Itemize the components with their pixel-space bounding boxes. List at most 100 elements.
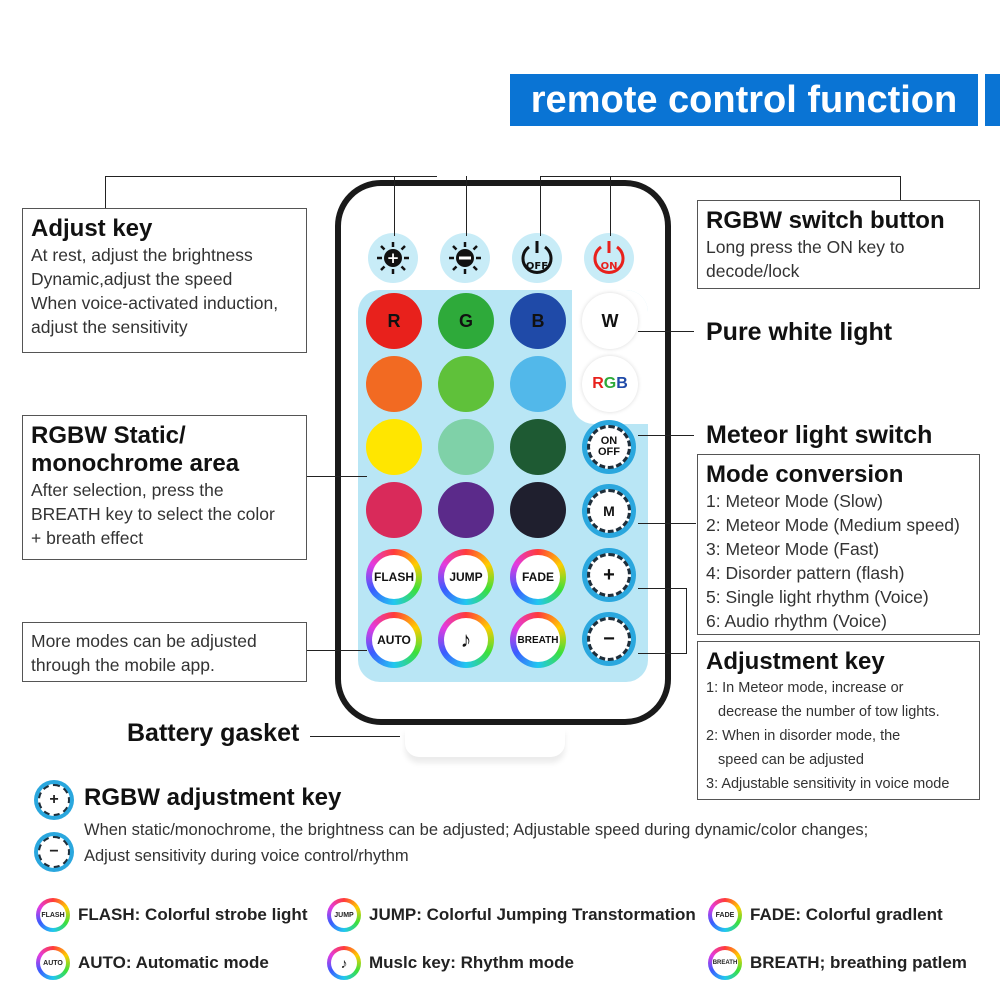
static-area-line: After selection, press the xyxy=(31,480,224,500)
breath-label: BREATH xyxy=(516,618,560,662)
connector-line xyxy=(540,176,900,177)
rgbw-switch-title: RGBW switch button xyxy=(706,207,945,234)
adjust-minus-label: − xyxy=(587,617,631,661)
on-text: ON xyxy=(601,261,618,272)
legend-auto: AUTO AUTO: Automatic mode xyxy=(36,946,269,980)
color-button[interactable]: G xyxy=(438,293,494,349)
legend-fade: FADE FADE: Colorful gradlent xyxy=(708,898,943,932)
legend-jump: JUMP JUMP: Colorful Jumping Transtormati… xyxy=(327,898,696,932)
breath-icon: BREATH xyxy=(708,946,742,980)
rgb-button[interactable]: RGB xyxy=(582,356,638,412)
legend-text: FLASH: Colorful strobe light xyxy=(78,905,308,924)
color-button[interactable]: B xyxy=(510,293,566,349)
adjustment-line: speed can be adjusted xyxy=(718,752,864,768)
page-title: remote control function xyxy=(510,74,978,126)
rgbw-adjust-line: When static/monochrome, the brightness c… xyxy=(84,821,869,839)
color-button[interactable] xyxy=(510,419,566,475)
rgbw-adjust-title: RGBW adjustment key xyxy=(84,784,342,811)
connector-line xyxy=(540,176,541,236)
music-note-icon: ♪ xyxy=(444,618,488,662)
battery-gasket xyxy=(405,727,565,757)
jump-label: JUMP xyxy=(444,555,488,599)
mode-conversion-box: Mode conversion 1: Meteor Mode (Slow) 2:… xyxy=(697,454,980,635)
mode-line: 4: Disorder pattern (flash) xyxy=(706,563,905,583)
more-modes-line: through the mobile app. xyxy=(31,655,215,675)
color-button[interactable] xyxy=(366,482,422,538)
brightness-down-button[interactable] xyxy=(440,233,490,283)
adjustment-line: 3: Adjustable sensitivity in voice mode xyxy=(706,776,950,792)
flash-button[interactable]: FLASH xyxy=(366,549,422,605)
brightness-up-button[interactable]: + xyxy=(368,233,418,283)
adjustment-key-title: Adjustment key xyxy=(706,648,885,675)
rgbw-adjust-line: Adjust sensitivity during voice control/… xyxy=(84,847,409,865)
color-button[interactable] xyxy=(438,482,494,538)
legend-text: Muslc key: Rhythm mode xyxy=(369,953,574,972)
adjust-key-line: adjust the sensitivity xyxy=(31,317,188,337)
connector-line xyxy=(466,176,467,236)
plus-gear-icon: + xyxy=(34,780,74,820)
connector-line xyxy=(638,523,696,524)
white-button[interactable]: W xyxy=(582,293,638,349)
color-button[interactable] xyxy=(510,356,566,412)
flash-icon: FLASH xyxy=(36,898,70,932)
power-on-button[interactable]: ON xyxy=(584,233,634,283)
connector-line xyxy=(307,650,367,651)
auto-label: AUTO xyxy=(372,618,416,662)
off-text: OFF xyxy=(526,261,548,272)
adjustment-key-box: Adjustment key 1: In Meteor mode, increa… xyxy=(697,641,980,800)
connector-line xyxy=(900,176,901,200)
power-off-button[interactable]: OFF xyxy=(512,233,562,283)
legend-breath: BREATH BREATH; breathing patlem xyxy=(708,946,967,980)
color-button-label: G xyxy=(458,310,473,331)
connector-line xyxy=(394,176,395,236)
jump-icon: JUMP xyxy=(327,898,361,932)
mode-line: 6: Audio rhythm (Voice) xyxy=(706,611,887,631)
brightness-down-icon xyxy=(449,242,481,274)
color-button[interactable] xyxy=(438,419,494,475)
connector-line xyxy=(638,588,686,589)
mode-line: 1: Meteor Mode (Slow) xyxy=(706,491,884,511)
color-button[interactable] xyxy=(510,482,566,538)
minus-gear-icon: − xyxy=(34,832,74,872)
music-button[interactable]: ♪ xyxy=(438,612,494,668)
connector-line xyxy=(310,736,400,737)
color-button-label: R xyxy=(387,310,401,331)
legend-text: JUMP: Colorful Jumping Transtormation xyxy=(369,905,696,924)
connector-line xyxy=(105,176,437,177)
mode-button[interactable]: M xyxy=(582,484,636,538)
power-on-icon: ON xyxy=(593,241,625,274)
auto-button[interactable]: AUTO xyxy=(366,612,422,668)
adjust-key-line: When voice-activated induction, xyxy=(31,293,279,313)
static-area-title: RGBW Static/ xyxy=(31,422,186,449)
mode-line: 3: Meteor Mode (Fast) xyxy=(706,539,880,559)
title-bar-accent xyxy=(985,74,1000,126)
color-button[interactable] xyxy=(366,419,422,475)
fade-button[interactable]: FADE xyxy=(510,549,566,605)
color-button[interactable]: R xyxy=(366,293,422,349)
adjustment-line: 2: When in disorder mode, the xyxy=(706,728,901,744)
adjust-plus-button[interactable]: + xyxy=(582,548,636,602)
adjust-key-box: Adjust key At rest, adjust the brightnes… xyxy=(22,208,307,353)
mode-conversion-title: Mode conversion xyxy=(706,461,904,488)
static-area-title: monochrome area xyxy=(31,450,240,477)
connector-line xyxy=(638,653,686,654)
legend-text: AUTO: Automatic mode xyxy=(78,953,269,972)
color-button[interactable] xyxy=(366,356,422,412)
fade-icon: FADE xyxy=(708,898,742,932)
svg-text:+: + xyxy=(387,249,400,267)
more-modes-line: More modes can be adjusted xyxy=(31,631,257,651)
adjust-key-line: At rest, adjust the brightness xyxy=(31,245,253,265)
breath-button[interactable]: BREATH xyxy=(510,612,566,668)
adjust-minus-button[interactable]: − xyxy=(582,612,636,666)
adjustment-line: decrease the number of tow lights. xyxy=(718,704,940,720)
rgb-button-label: RGB xyxy=(592,375,628,392)
mode-line: 2: Meteor Mode (Medium speed) xyxy=(706,515,960,535)
color-button[interactable] xyxy=(438,356,494,412)
meteor-switch-label-text: Meteor light switch xyxy=(706,421,933,449)
connector-line xyxy=(105,176,106,208)
more-modes-box: More modes can be adjusted through the m… xyxy=(22,622,307,682)
jump-button[interactable]: JUMP xyxy=(438,549,494,605)
power-off-icon: OFF xyxy=(521,241,553,274)
